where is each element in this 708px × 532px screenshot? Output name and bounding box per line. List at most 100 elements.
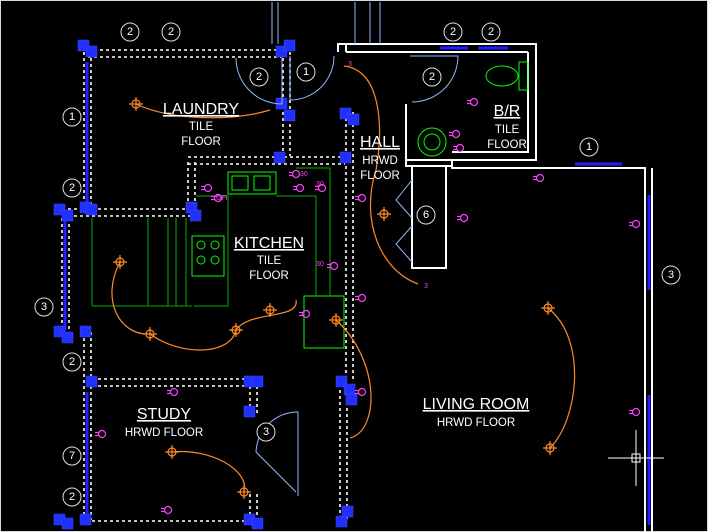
bath-name: B/R bbox=[494, 103, 521, 120]
room-labels: LAUNDRY TILE FLOOR B/R TILE FLOOR HALL H… bbox=[125, 101, 530, 439]
crosshair-box bbox=[631, 453, 641, 463]
light-fixture bbox=[329, 313, 343, 327]
tag-label: 6 bbox=[423, 209, 429, 221]
hall-door-swing bbox=[289, 55, 335, 101]
outlet-ring bbox=[291, 169, 301, 179]
tag-bubble bbox=[249, 67, 269, 87]
light-fixture bbox=[263, 303, 277, 317]
tag-label: 2 bbox=[256, 71, 262, 83]
outlet bbox=[453, 143, 465, 153]
outlet-ring bbox=[163, 505, 173, 515]
outlet bbox=[467, 97, 479, 107]
light-fixture bbox=[129, 97, 143, 111]
mark-k1: 30 bbox=[316, 181, 324, 188]
outlet bbox=[457, 213, 469, 223]
wall-block bbox=[61, 209, 74, 222]
wall-block bbox=[79, 513, 92, 526]
tag-bubble bbox=[481, 22, 501, 42]
closet-box bbox=[411, 166, 447, 269]
tag-label: 1 bbox=[586, 141, 592, 153]
outlet-ring bbox=[295, 183, 305, 193]
tag-label: 2 bbox=[69, 182, 75, 194]
burner bbox=[196, 255, 206, 265]
outlet bbox=[299, 309, 311, 319]
sink bbox=[227, 171, 277, 195]
wall-block bbox=[345, 393, 358, 406]
outlet-ring bbox=[357, 293, 367, 303]
outlet bbox=[327, 261, 339, 271]
outlet-ring bbox=[213, 193, 223, 203]
fixtures bbox=[113, 97, 557, 499]
tag-label: 7 bbox=[69, 450, 75, 462]
wall-block bbox=[335, 515, 348, 528]
outlet bbox=[289, 169, 301, 179]
outlet bbox=[201, 183, 213, 193]
wall-block bbox=[341, 505, 354, 518]
shower-drain bbox=[423, 133, 441, 151]
wire-run bbox=[343, 65, 419, 285]
tag-bubble bbox=[422, 67, 442, 87]
wall-block bbox=[339, 107, 352, 120]
wall-block bbox=[53, 203, 66, 216]
outlet bbox=[629, 407, 641, 417]
outlet bbox=[629, 219, 641, 229]
outlets bbox=[95, 97, 641, 515]
light-fixture bbox=[229, 323, 243, 337]
light-fixture bbox=[165, 445, 179, 459]
wire-run bbox=[335, 319, 372, 439]
outlet bbox=[95, 429, 107, 439]
outlet bbox=[167, 387, 179, 397]
mark-k2: 30 bbox=[316, 261, 324, 268]
outlet-ring bbox=[317, 183, 327, 193]
kitchen-line2: FLOOR bbox=[249, 270, 289, 282]
light-fixture bbox=[237, 485, 251, 499]
laundry-door-swing bbox=[235, 57, 283, 105]
bath-top-wall bbox=[337, 43, 646, 532]
wall-block bbox=[251, 517, 264, 530]
laundry-name: LAUNDRY bbox=[163, 101, 240, 118]
range bbox=[191, 235, 225, 277]
windows bbox=[63, 46, 651, 525]
tag-bubble bbox=[296, 62, 316, 82]
outlet-ring bbox=[631, 219, 641, 229]
light-fixture bbox=[543, 441, 557, 455]
light-fixture bbox=[377, 207, 391, 221]
toilet-bowl bbox=[485, 65, 519, 87]
tag-label: 3 bbox=[263, 426, 269, 438]
outlet-ring bbox=[469, 97, 479, 107]
crosshair-cursor bbox=[608, 430, 664, 486]
light-fixture bbox=[541, 301, 555, 315]
outlet-ring bbox=[203, 183, 213, 193]
outlet-ring bbox=[451, 129, 461, 139]
counter bbox=[276, 195, 317, 296]
tag-label: 2 bbox=[168, 26, 174, 38]
bath-line1: TILE bbox=[495, 124, 520, 136]
outlet bbox=[315, 183, 327, 193]
outlet bbox=[355, 387, 367, 397]
living-line1: HRWD FLOOR bbox=[437, 417, 515, 429]
wire-run bbox=[135, 103, 271, 119]
wall-block bbox=[343, 383, 356, 396]
tag-label: 1 bbox=[69, 111, 75, 123]
bath-door-swing bbox=[410, 55, 459, 103]
wall-block bbox=[347, 113, 360, 126]
study-line1: HRWD FLOOR bbox=[125, 427, 203, 439]
tag-bubble bbox=[443, 22, 463, 42]
outlet-ring bbox=[455, 143, 465, 153]
outlet bbox=[211, 193, 223, 203]
tag-bubble bbox=[62, 178, 82, 198]
tag-bubble bbox=[256, 422, 276, 442]
closet-top bbox=[405, 160, 452, 167]
outlet bbox=[533, 173, 545, 183]
tag-label: 2 bbox=[127, 26, 133, 38]
tag-bubble bbox=[62, 446, 82, 466]
bath-line2: FLOOR bbox=[487, 139, 527, 151]
wall-block bbox=[85, 45, 98, 58]
tag-label: 2 bbox=[69, 356, 75, 368]
outlet bbox=[355, 193, 367, 203]
tag-bubble bbox=[579, 137, 599, 157]
outlet-ring bbox=[329, 261, 339, 271]
